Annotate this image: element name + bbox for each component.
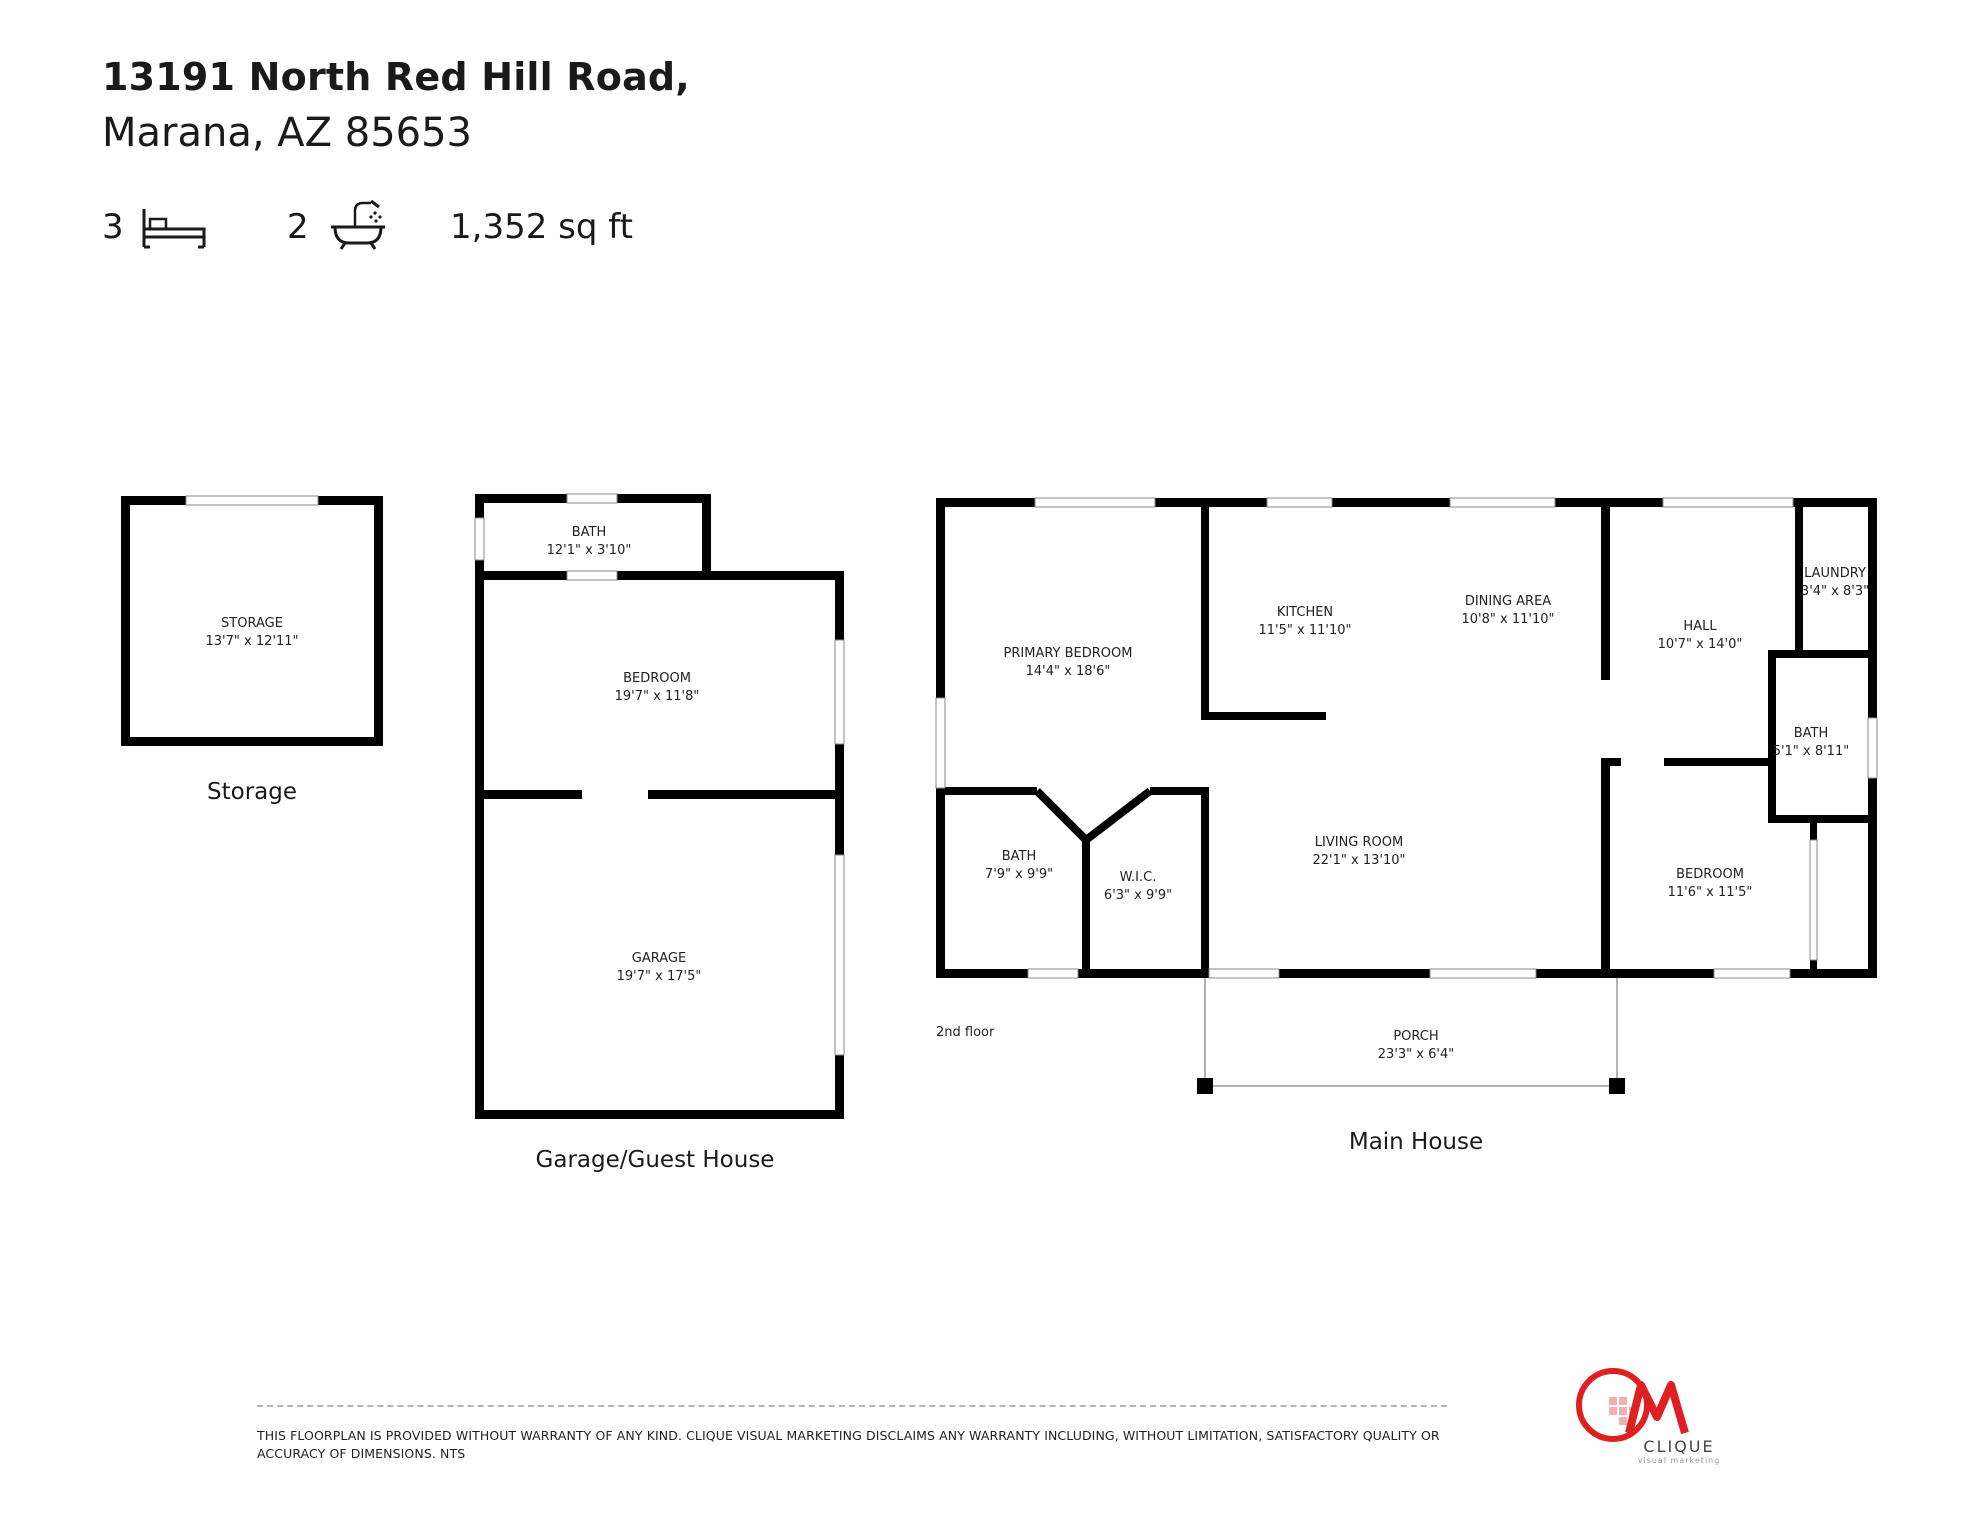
room-name: HALL: [1683, 619, 1717, 634]
clique-logo: CLIQUE visual marketing: [1576, 1368, 1721, 1465]
room-dimensions: 3'4" x 8'3": [1801, 584, 1869, 599]
room-dimensions: 14'4" x 18'6": [1026, 664, 1111, 679]
room-dimensions: 19'7" x 11'8": [615, 689, 700, 704]
room-name: GARAGE: [632, 951, 686, 966]
property-address: 13191 North Red Hill Road,: [102, 55, 690, 99]
logo-m-mark: [1625, 1381, 1689, 1435]
room-dimensions: 6'3" x 9'9": [1104, 888, 1172, 903]
room-name: BATH: [1002, 849, 1037, 864]
room-dimensions: 11'6" x 11'5": [1668, 885, 1753, 900]
room-name: KITCHEN: [1277, 605, 1333, 620]
footer-divider: [257, 1405, 1447, 1407]
bathroom-count: 2: [287, 207, 309, 247]
room-name: LAUNDRY: [1804, 566, 1866, 581]
bathtub-icon: [331, 199, 385, 250]
room-dimensions: 19'7" x 17'5": [617, 969, 702, 984]
square-footage: 1,352 sq ft: [450, 207, 633, 247]
room-name: PRIMARY BEDROOM: [1004, 646, 1133, 661]
room-dimensions: 10'7" x 14'0": [1658, 637, 1743, 652]
bed-icon: [142, 209, 206, 249]
room-name: BEDROOM: [1676, 867, 1744, 882]
room-dimensions: 5'1" x 8'11": [1773, 744, 1849, 759]
building-label-main: Main House: [1349, 1129, 1483, 1155]
room-dimensions: 10'8" x 11'10": [1462, 612, 1555, 627]
porch: [1197, 978, 1625, 1094]
room-name: BATH: [1794, 726, 1829, 741]
room-dimensions: 13'7" x 12'11": [206, 634, 299, 649]
property-stats: 3 2 1,352 sq ft: [102, 199, 702, 255]
storage-building: STORAGE 13'7" x 12'11" Storage: [121, 495, 383, 805]
room-dimensions: 11'5" x 11'10": [1259, 623, 1352, 638]
floor-note: 2nd floor: [936, 1025, 995, 1040]
disclaimer-text: THIS FLOORPLAN IS PROVIDED WITHOUT WARRA…: [257, 1428, 1440, 1461]
room-name: W.I.C.: [1120, 870, 1157, 885]
room-dimensions: 23'3" x 6'4": [1378, 1047, 1454, 1062]
room-dimensions: 12'1" x 3'10": [547, 543, 632, 558]
room-name: BEDROOM: [623, 671, 691, 686]
property-city: Marana, AZ 85653: [102, 110, 472, 156]
building-label-garage: Garage/Guest House: [536, 1147, 775, 1173]
bedroom-count: 3: [102, 207, 124, 247]
room-dimensions: 7'9" x 9'9": [985, 867, 1053, 882]
storage-window: [185, 495, 319, 506]
room-name: STORAGE: [221, 616, 283, 631]
main-house-building: PRIMARY BEDROOM 14'4" x 18'6" KITCHEN 11…: [935, 497, 1878, 1155]
logo-subtext: visual marketing: [1638, 1456, 1721, 1465]
garage-guest-building: BATH 12'1" x 3'10" BEDROOM 19'7" x 11'8"…: [474, 493, 845, 1173]
room-dimensions: 22'1" x 13'10": [1313, 853, 1406, 868]
room-name: LIVING ROOM: [1315, 835, 1403, 850]
building-label-storage: Storage: [207, 779, 297, 805]
logo-wordmark: CLIQUE: [1643, 1437, 1714, 1456]
room-name: PORCH: [1393, 1029, 1438, 1044]
room-name: DINING AREA: [1465, 594, 1551, 609]
room-name: BATH: [572, 525, 607, 540]
